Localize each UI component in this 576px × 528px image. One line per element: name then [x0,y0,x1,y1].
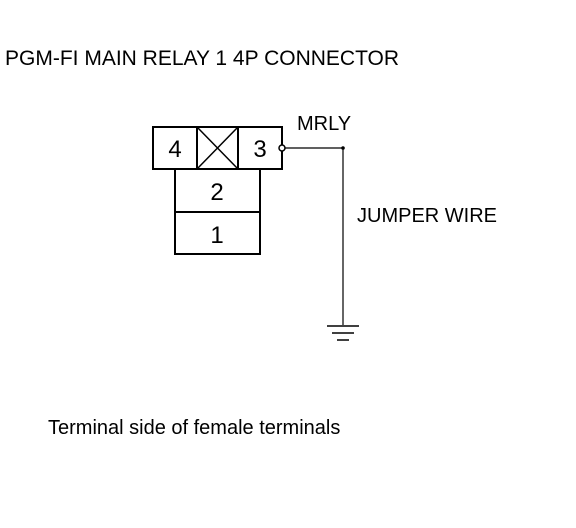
diagram-title: PGM-FI MAIN RELAY 1 4P CONNECTOR [5,47,400,70]
jumper-wire-line [285,147,344,325]
ground-icon [327,325,359,341]
jumper-wire [285,146,345,325]
pin-2-number: 2 [210,179,223,206]
jumper-wire-label: JUMPER WIRE [357,205,497,227]
connector-body [152,126,283,255]
pin-3-number: 3 [253,136,266,163]
wire-label-mrly: MRLY [297,113,352,135]
terminal-side-caption: Terminal side of female terminals [48,417,341,439]
pin-3-terminal-marker [278,144,286,152]
jumper-wire-bend-dot [341,146,345,150]
pin-4-number: 4 [168,136,181,163]
empty-cavity-cross-b [196,126,239,170]
pin-1-number: 1 [210,222,223,249]
